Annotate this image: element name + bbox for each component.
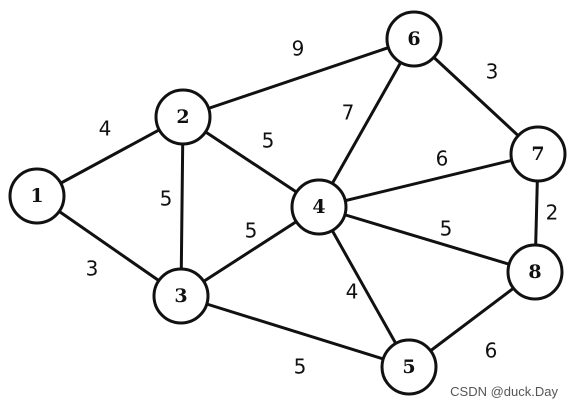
edge-weight-2-3: 5 [160,187,173,211]
edge-weight-4-5: 4 [346,280,359,304]
edge-4-5 [317,205,411,369]
node-circle-5 [380,338,438,396]
node-label-5: 5 [402,356,415,378]
edge-weight-1-3: 3 [86,257,99,281]
node-7: 7 [509,125,567,183]
node-circle-1 [8,167,66,225]
node-label-1: 1 [30,185,43,207]
node-label-3: 3 [174,285,187,307]
node-6: 6 [385,10,443,68]
node-label-7: 7 [531,143,544,165]
edge-2-3 [179,115,185,298]
edge-weight-1-2: 4 [99,117,112,141]
node-label-2: 2 [176,106,189,128]
edge-1-3 [35,194,183,298]
edge-weight-5-8: 6 [485,339,498,363]
edge-weight-3-5: 5 [294,355,307,379]
edge-weight-7-8: 2 [546,201,559,225]
node-circle-2 [154,88,212,146]
node-1: 1 [8,167,66,225]
edge-weight-2-6: 9 [292,37,305,61]
watermark-text: CSDN @duck.Day [450,384,558,399]
edge-4-7 [317,152,540,209]
node-circle-3 [152,267,210,325]
edges-layer [35,37,540,369]
node-4: 4 [290,178,348,236]
node-circle-6 [385,10,443,68]
node-circle-4 [290,178,348,236]
edge-3-5 [179,294,411,369]
edge-weight-4-7: 6 [436,147,449,171]
node-label-4: 4 [312,196,325,218]
edge-4-6 [317,37,416,209]
edge-weight-2-4: 5 [262,129,275,153]
node-label-8: 8 [528,261,541,283]
edge-weight-4-6: 7 [342,101,355,125]
node-8: 8 [506,243,564,301]
node-circle-7 [509,125,567,183]
node-3: 3 [152,267,210,325]
edge-2-6 [181,37,416,119]
edge-4-8 [317,205,537,274]
node-circle-8 [506,243,564,301]
node-2: 2 [154,88,212,146]
edge-weight-3-4: 5 [245,219,258,243]
edge-weights-layer: 4 3 5 5 9 5 5 4 7 6 5 6 3 2 [86,37,559,379]
node-label-6: 6 [407,28,420,50]
edge-weight-6-7: 3 [486,60,499,84]
nodes-layer: 1 2 3 4 5 6 7 8 [8,10,567,396]
node-5: 5 [380,338,438,396]
edge-weight-4-8: 5 [440,217,453,241]
